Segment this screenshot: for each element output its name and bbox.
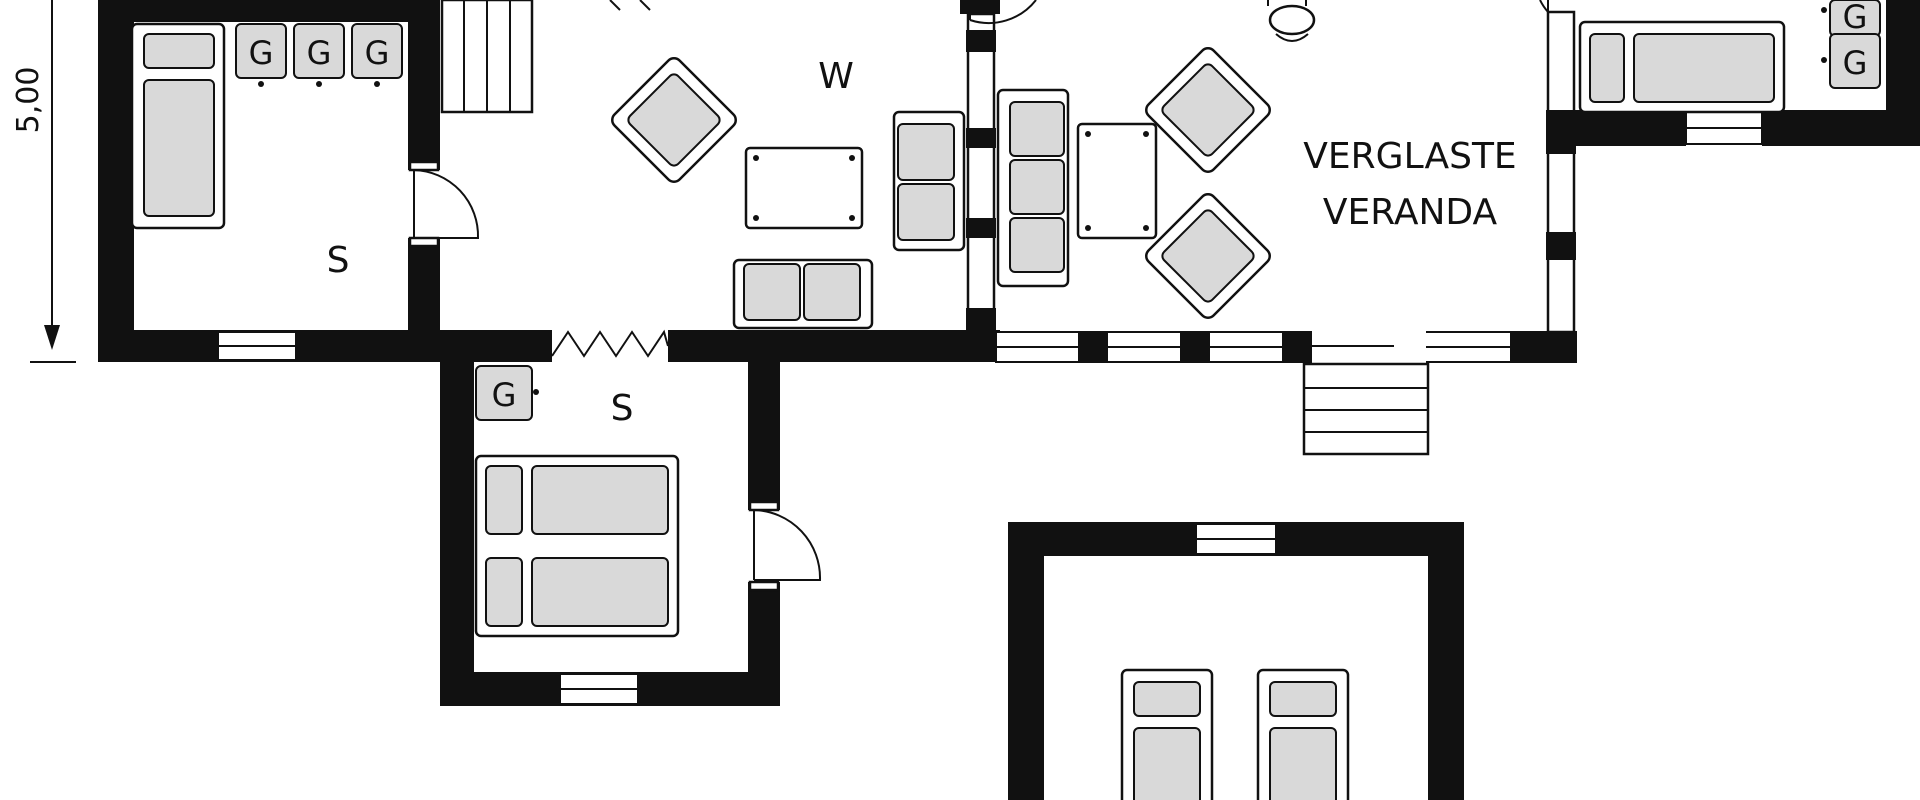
room-label-living: W [818,56,854,97]
bed [1578,20,1786,114]
bed [474,454,680,638]
svg-text:G: G [492,376,517,414]
door [748,500,822,592]
bed [1256,668,1350,800]
passage-opening [551,329,669,358]
living-room: W [551,0,1000,362]
sofa [732,258,874,330]
armchair [1145,47,1271,173]
svg-text:G: G [307,34,332,72]
bedroom-top-left [98,0,552,362]
svg-text:G: G [1843,44,1868,82]
svg-text:G: G [249,34,274,72]
svg-text:G: G [1843,0,1868,36]
bed [1120,668,1214,800]
veranda: VERGLASTE VERANDA [995,0,1577,456]
table [1076,122,1158,240]
annex-room [1008,522,1464,800]
room-label-veranda-1: VERGLASTE [1303,136,1516,177]
veranda-partition [966,0,1037,362]
cabinet [440,0,534,114]
room-label-bedroom-2: S [611,388,634,429]
dimension-label: 5,00 [11,67,46,134]
sofa [996,88,1070,288]
dimension-marker: 5,00 [11,0,76,363]
room-top-right: G G [1576,0,1920,146]
bedroom-bottom: S G [440,362,822,706]
sofa [892,110,966,252]
appliance-g [475,365,533,421]
appliance-g [1829,33,1881,89]
lamp [1267,0,1316,42]
appliance-group-top: G G G [235,23,403,87]
entrance-steps [1302,362,1430,456]
coffee-table [744,146,864,230]
appliance-g [351,23,403,79]
appliance-g [235,23,287,79]
armchair [611,57,737,183]
armchair [1145,193,1271,319]
bed [130,22,226,230]
room-label-bedroom-1: S [327,240,350,281]
door [408,160,480,248]
svg-text:G: G [365,34,390,72]
room-label-veranda-2: VERANDA [1323,192,1498,233]
appliance-g [293,23,345,79]
